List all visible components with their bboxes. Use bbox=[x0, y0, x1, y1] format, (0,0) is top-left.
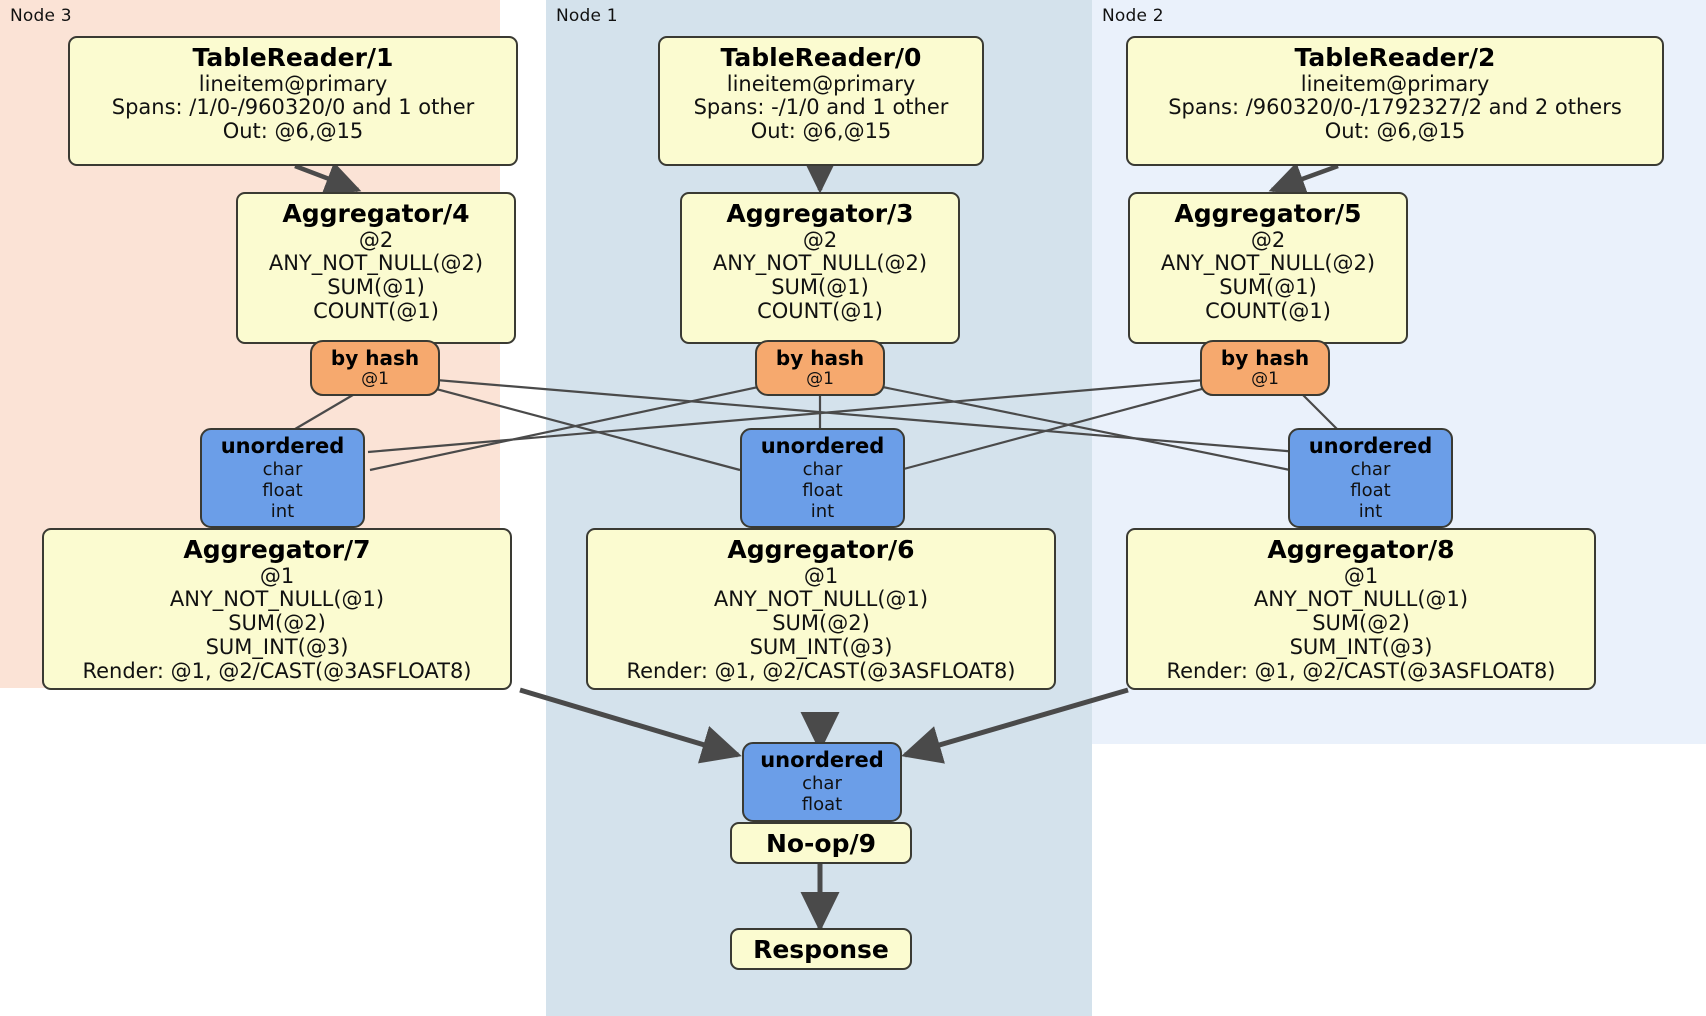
processor-title: Aggregator/7 bbox=[183, 535, 371, 564]
router-line: @1 bbox=[1251, 368, 1279, 389]
router-title: by hash bbox=[775, 346, 865, 371]
processor-title: Aggregator/4 bbox=[282, 199, 470, 228]
sync-line: int bbox=[810, 501, 835, 522]
router-by-hash-node2[interactable]: by hash @1 bbox=[1200, 340, 1330, 396]
router-title: by hash bbox=[330, 346, 420, 371]
processor-tablereader0[interactable]: TableReader/0 lineitem@primary Spans: -/… bbox=[658, 36, 984, 166]
processor-line: Spans: /1/0-/960320/0 and 1 other bbox=[111, 95, 475, 120]
sync-line: int bbox=[1358, 501, 1383, 522]
sync-line: char bbox=[802, 773, 842, 795]
processor-line: ANY_NOT_NULL(@1) bbox=[1253, 587, 1469, 612]
processor-title: Aggregator/6 bbox=[727, 535, 915, 564]
sync-line: int bbox=[270, 501, 295, 522]
sync-line: float bbox=[801, 794, 843, 816]
processor-line: SUM(@1) bbox=[327, 275, 425, 300]
processor-line: Render: @1, @2/CAST(@3ASFLOAT8) bbox=[1166, 659, 1556, 684]
processor-line: SUM(@1) bbox=[1219, 275, 1317, 300]
processor-response[interactable]: Response bbox=[730, 928, 912, 970]
processor-line: @1 bbox=[259, 563, 295, 588]
processor-line: lineitem@primary bbox=[198, 71, 388, 96]
processor-aggregator7[interactable]: Aggregator/7 @1 ANY_NOT_NULL(@1) SUM(@2)… bbox=[42, 528, 512, 690]
processor-aggregator5[interactable]: Aggregator/5 @2 ANY_NOT_NULL(@2) SUM(@1)… bbox=[1128, 192, 1408, 344]
synchronizer-unordered-final[interactable]: unordered char float bbox=[742, 742, 902, 822]
processor-line: SUM_INT(@3) bbox=[205, 635, 349, 660]
processor-line: ANY_NOT_NULL(@1) bbox=[169, 587, 385, 612]
processor-title: TableReader/2 bbox=[1294, 43, 1496, 72]
synchronizer-unordered-node2[interactable]: unordered char float int bbox=[1288, 428, 1453, 528]
processor-line: @1 bbox=[803, 563, 839, 588]
processor-line: ANY_NOT_NULL(@2) bbox=[712, 251, 928, 276]
processor-line: Out: @6,@15 bbox=[1324, 119, 1466, 144]
processor-line: SUM(@2) bbox=[228, 611, 326, 636]
processor-line: Spans: /960320/0-/1792327/2 and 2 others bbox=[1168, 95, 1622, 120]
processor-line: @2 bbox=[358, 227, 394, 252]
processor-line: Render: @1, @2/CAST(@3ASFLOAT8) bbox=[82, 659, 472, 684]
processor-title: Aggregator/8 bbox=[1267, 535, 1455, 564]
router-line: @1 bbox=[361, 368, 389, 389]
processor-title: TableReader/1 bbox=[192, 43, 394, 72]
processor-aggregator4[interactable]: Aggregator/4 @2 ANY_NOT_NULL(@2) SUM(@1)… bbox=[236, 192, 516, 344]
processor-line: lineitem@primary bbox=[1300, 71, 1490, 96]
processor-line: COUNT(@1) bbox=[313, 299, 439, 324]
router-by-hash-node3[interactable]: by hash @1 bbox=[310, 340, 440, 396]
processor-title: TableReader/0 bbox=[720, 43, 922, 72]
processor-line: ANY_NOT_NULL(@2) bbox=[1160, 251, 1376, 276]
sync-line: float bbox=[262, 479, 303, 501]
processor-title: Response bbox=[753, 934, 889, 964]
processor-line: SUM(@1) bbox=[771, 275, 869, 300]
processor-title: No-op/9 bbox=[765, 828, 877, 858]
processor-tablereader2[interactable]: TableReader/2 lineitem@primary Spans: /9… bbox=[1126, 36, 1664, 166]
sync-title: unordered bbox=[220, 433, 345, 458]
sync-line: char bbox=[262, 458, 303, 480]
sync-title: unordered bbox=[1308, 433, 1433, 458]
router-line: @1 bbox=[806, 368, 834, 389]
processor-noop9[interactable]: No-op/9 bbox=[730, 822, 912, 864]
processor-line: ANY_NOT_NULL(@1) bbox=[713, 587, 929, 612]
processor-line: lineitem@primary bbox=[726, 71, 916, 96]
processor-line: SUM(@2) bbox=[772, 611, 870, 636]
sync-line: char bbox=[802, 458, 843, 480]
sync-title: unordered bbox=[760, 748, 884, 773]
synchronizer-unordered-node3[interactable]: unordered char float int bbox=[200, 428, 365, 528]
processor-line: COUNT(@1) bbox=[1205, 299, 1331, 324]
processor-title: Aggregator/3 bbox=[726, 199, 914, 228]
processor-line: Render: @1, @2/CAST(@3ASFLOAT8) bbox=[626, 659, 1016, 684]
synchronizer-unordered-node1[interactable]: unordered char float int bbox=[740, 428, 905, 528]
node-label-node2: Node 2 bbox=[1102, 6, 1164, 26]
processor-aggregator8[interactable]: Aggregator/8 @1 ANY_NOT_NULL(@1) SUM(@2)… bbox=[1126, 528, 1596, 690]
sync-line: float bbox=[802, 479, 843, 501]
processor-line: ANY_NOT_NULL(@2) bbox=[268, 251, 484, 276]
processor-line: SUM_INT(@3) bbox=[1289, 635, 1433, 660]
processor-line: @2 bbox=[802, 227, 838, 252]
processor-line: Out: @6,@15 bbox=[750, 119, 892, 144]
router-by-hash-node1[interactable]: by hash @1 bbox=[755, 340, 885, 396]
processor-line: Spans: -/1/0 and 1 other bbox=[693, 95, 949, 120]
processor-title: Aggregator/5 bbox=[1174, 199, 1362, 228]
processor-line: SUM_INT(@3) bbox=[749, 635, 893, 660]
processor-line: @2 bbox=[1250, 227, 1286, 252]
processor-line: Out: @6,@15 bbox=[222, 119, 364, 144]
processor-tablereader1[interactable]: TableReader/1 lineitem@primary Spans: /1… bbox=[68, 36, 518, 166]
processor-aggregator6[interactable]: Aggregator/6 @1 ANY_NOT_NULL(@1) SUM(@2)… bbox=[586, 528, 1056, 690]
sync-line: float bbox=[1350, 479, 1391, 501]
node-label-node1: Node 1 bbox=[556, 6, 618, 26]
processor-line: @1 bbox=[1343, 563, 1379, 588]
processor-line: COUNT(@1) bbox=[757, 299, 883, 324]
processor-aggregator3[interactable]: Aggregator/3 @2 ANY_NOT_NULL(@2) SUM(@1)… bbox=[680, 192, 960, 344]
sync-title: unordered bbox=[760, 433, 885, 458]
node-label-node3: Node 3 bbox=[10, 6, 72, 26]
processor-line: SUM(@2) bbox=[1312, 611, 1410, 636]
router-title: by hash bbox=[1220, 346, 1310, 371]
sync-line: char bbox=[1350, 458, 1391, 480]
